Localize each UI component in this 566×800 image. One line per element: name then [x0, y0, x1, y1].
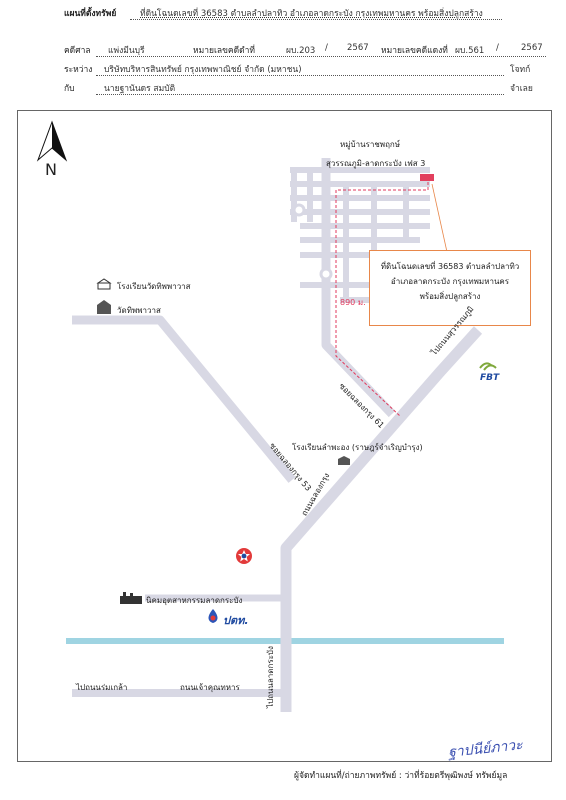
- case-dotline: [96, 56, 546, 57]
- with-label: กับ: [64, 84, 75, 94]
- fbt-leaf-icon: [479, 362, 497, 371]
- plaintiff-role: โจทก์: [510, 65, 531, 75]
- industrial-label: นิคมอุตสาหกรรมลาดกระบัง: [146, 596, 243, 605]
- temple-icon: [97, 300, 111, 314]
- title-dotline: [130, 19, 502, 20]
- road-latkrabang-label: ไปถนนลาดกระบัง: [266, 646, 275, 708]
- defendant-dotline: [96, 94, 504, 95]
- callout-line-1: ที่ดินโฉนดเลขที่ 36583 ตำบลลำปลาทิว: [380, 262, 520, 271]
- temple-label: วัดทิพพาวาส: [117, 306, 161, 315]
- school-temple-label: โรงเรียนวัดทิพพาวาส: [117, 282, 191, 291]
- callout-leader: [431, 183, 448, 253]
- north-arrow-half: [52, 122, 66, 160]
- road-soi-61: [321, 158, 396, 418]
- industrial-icon: [120, 592, 142, 604]
- school-lampa-icon: [338, 456, 350, 465]
- north-label: N: [45, 160, 57, 179]
- black-case-year: 2567: [347, 43, 369, 53]
- distance-label: 890 ม.: [340, 298, 366, 307]
- plaintiff-name: บริษัทบริหารสินทรัพย์ กรุงเทพพาณิชย์ จำก…: [104, 65, 302, 75]
- map-author-label: ผู้จัดทำแผนที่/ถ่ายภาพทรัพย์ : ว่าที่ร้อ…: [294, 771, 508, 781]
- ptt-logo-icon: [208, 609, 218, 623]
- subject-callout: ที่ดินโฉนดเลขที่ 36583 ตำบลลำปลาทิว อำเภ…: [369, 250, 531, 326]
- roundabout-2: [292, 203, 306, 217]
- caltex-star-icon: [236, 548, 252, 564]
- defendant-name: นายฐานันดร สมบัติ: [104, 84, 176, 94]
- red-case-no: ผบ.561: [455, 46, 485, 56]
- roundabout-1: [319, 267, 333, 281]
- school-lampa-label: โรงเรียนลำพะอง (ราษฎร์จำเริญบำรุง): [292, 443, 423, 452]
- defendant-role: จำเลย: [510, 84, 533, 94]
- title-label: แผนที่ตั้งทรัพย์: [64, 9, 117, 19]
- fbt-logo: FBT: [480, 373, 500, 383]
- red-case-slash: /: [496, 43, 499, 53]
- village-subname: สุวรรณภูมิ-ลาดกระบัง เฟส 3: [326, 159, 426, 168]
- red-case-label: หมายเลขคดีแดงที่: [381, 46, 448, 56]
- black-case-label: หมายเลขคดีดำที่: [193, 46, 255, 56]
- between-label: ระหว่าง: [64, 65, 93, 75]
- title-value: ที่ดินโฉนดเลขที่ 36583 ตำบลลำปลาทิว อำเภ…: [140, 9, 483, 19]
- route-dashed: [335, 182, 429, 417]
- callout-line-3: พร้อมสิ่งปลูกสร้าง: [419, 292, 481, 301]
- callout-line-2: อำเภอลาดกระบัง กรุงเทพมหานคร: [390, 277, 510, 286]
- court-value: แพ่งมีนบุรี: [108, 46, 145, 56]
- ptt-logo: ปตท.: [223, 614, 249, 627]
- black-case-slash: /: [325, 43, 328, 53]
- road-chao-khun-label: ถนนเจ้าคุณทหาร: [180, 683, 240, 692]
- map-frame: [17, 110, 552, 762]
- black-case-no: ผบ.203: [286, 46, 316, 56]
- plaintiff-dotline: [96, 75, 504, 76]
- subject-property-marker: [420, 174, 434, 181]
- road-soi-53: [72, 315, 296, 483]
- road-romklao-label: ไปถนนร่มเกล้า: [76, 683, 128, 692]
- road-chalongkrung: [280, 326, 483, 712]
- red-case-year: 2567: [521, 43, 543, 53]
- court-label: คดีศาล: [64, 46, 91, 56]
- village-name: หมู่บ้านราชพฤกษ์: [340, 140, 401, 149]
- school-temple-icon: [96, 278, 112, 290]
